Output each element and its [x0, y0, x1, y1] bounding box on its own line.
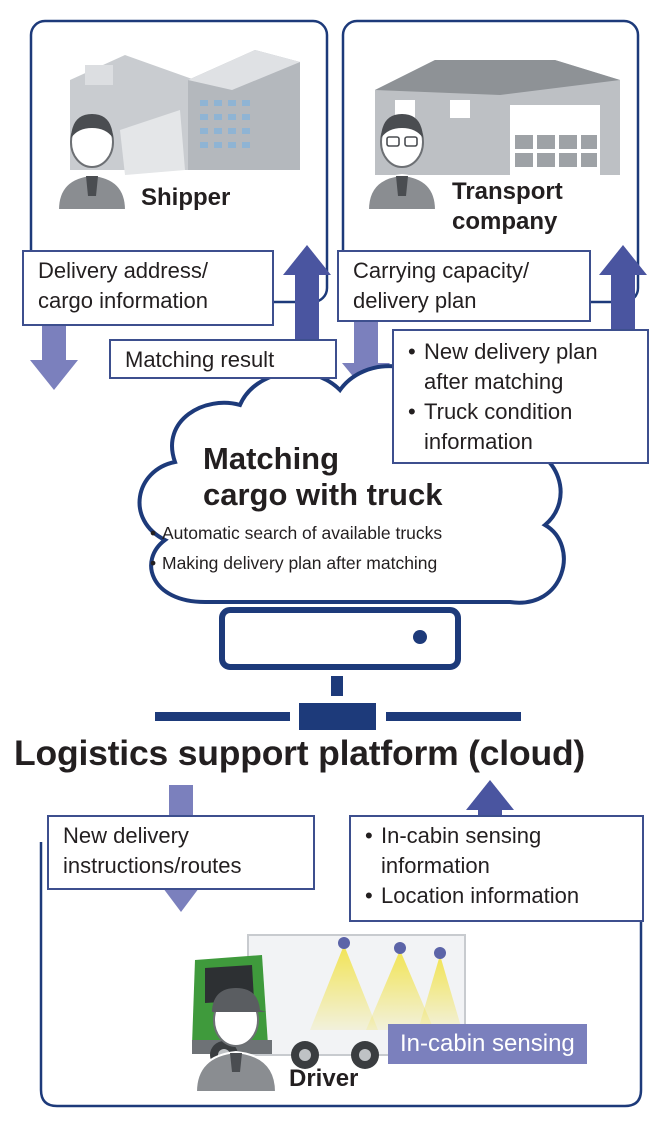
arrow-to-transport-up-icon: [599, 245, 647, 330]
shipper-upload-line1: Delivery address/: [38, 258, 208, 283]
driver-person-icon: [194, 988, 278, 1093]
sensor-light-cones-icon: [310, 937, 462, 1030]
shipper-upload-box: Delivery address/ cargo information: [22, 250, 274, 326]
transport-download-box: New delivery plan after matching Truck c…: [392, 329, 649, 464]
transport-download-item-1: New delivery plan after matching: [408, 337, 633, 397]
driver-upload-box: In-cabin sensing information Location in…: [349, 815, 644, 922]
driver-upload-item-2: Location information: [365, 881, 628, 911]
transport-name-line2: company: [452, 208, 558, 235]
driver-upload-list: In-cabin sensing information Location in…: [365, 821, 628, 911]
shipper-upload-line2: cargo information: [38, 288, 208, 313]
transport-person-icon: [366, 114, 438, 211]
cloud-title-line2: cargo with truck: [203, 477, 443, 512]
transport-name-line1: Transport: [452, 178, 563, 205]
cloud-bullet-2: Making delivery plan after matching: [150, 548, 442, 578]
transport-upload-line2: delivery plan: [353, 288, 477, 313]
server-indicator-icon: [413, 630, 427, 644]
cloud-bullet-list: Automatic search of available trucks Mak…: [150, 518, 442, 578]
server-stand: [331, 676, 343, 696]
matching-result-box: Matching result: [109, 339, 337, 379]
shipper-name: Shipper: [141, 184, 231, 211]
cloud-bullet-1: Automatic search of available trucks: [150, 518, 442, 548]
network-line-left: [155, 712, 290, 721]
in-cabin-sensing-badge: In-cabin sensing: [388, 1024, 587, 1064]
warehouse-building-icon: [375, 60, 620, 175]
driver-download-box: New delivery instructions/routes: [47, 815, 315, 890]
transport-download-item-2: Truck condition information: [408, 397, 633, 457]
server-monitor-icon: [219, 607, 461, 670]
arrow-to-shipper-up-icon: [283, 245, 331, 345]
platform-title: Logistics support platform (cloud): [14, 733, 586, 773]
driver-name: Driver: [289, 1065, 359, 1092]
matching-result-label: Matching result: [125, 347, 275, 372]
transport-download-list: New delivery plan after matching Truck c…: [408, 337, 633, 457]
driver-upload-item-1: In-cabin sensing information: [365, 821, 628, 881]
network-line-right: [386, 712, 521, 721]
network-hub: [299, 703, 376, 730]
shipper-person-icon: [56, 114, 128, 211]
cloud-title-line1: Matching: [203, 441, 340, 476]
transport-upload-line1: Carrying capacity/: [353, 258, 530, 283]
driver-download-line2: instructions/routes: [63, 853, 242, 878]
transport-upload-box: Carrying capacity/ delivery plan: [337, 250, 591, 322]
driver-download-line1: New delivery: [63, 823, 189, 848]
